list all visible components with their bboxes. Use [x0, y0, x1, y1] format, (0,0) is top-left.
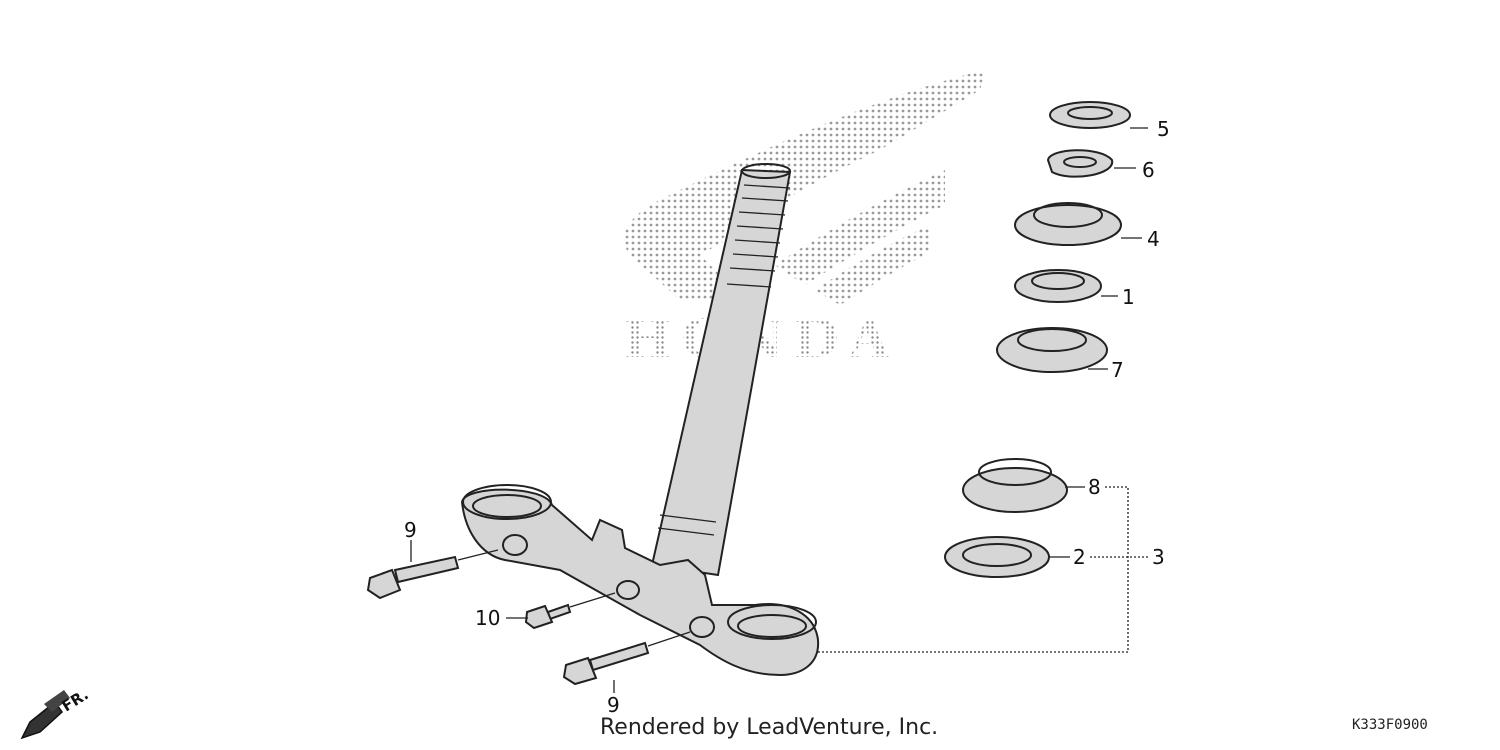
part-8-bearing [962, 458, 1085, 513]
honda-wing-logo: HONDA [622, 70, 985, 370]
assembly-bracket-3 [818, 486, 1150, 653]
callout-4: 4 [1147, 227, 1160, 251]
diagram-code: K333F0900 [1352, 717, 1428, 733]
callout-2: 2 [1073, 545, 1086, 569]
callout-9-lower: 9 [607, 693, 620, 717]
callout-7: 7 [1111, 358, 1124, 382]
part-5-lock-nut [1049, 101, 1148, 129]
bolt-10 [524, 592, 616, 630]
lower-triple-clamp [460, 484, 820, 677]
bolt-9-upper [366, 549, 499, 600]
part-1-race [1014, 269, 1118, 303]
part-2-dust-seal [944, 536, 1070, 578]
callout-3: 3 [1152, 545, 1165, 569]
callout-9-upper: 9 [404, 518, 417, 542]
front-direction-label: FR. [59, 685, 92, 715]
callout-10: 10 [475, 606, 500, 630]
part-6-washer [1046, 149, 1136, 178]
bolt-9-lower [562, 631, 691, 686]
part-4-adjusting-nut [1014, 202, 1142, 246]
front-direction-arrow-icon [20, 690, 70, 740]
callout-1: 1 [1122, 285, 1135, 309]
callout-6: 6 [1142, 158, 1155, 182]
callout-8: 8 [1088, 475, 1101, 499]
part-7-bearing [996, 327, 1108, 373]
footer-credit: Rendered by LeadVenture, Inc. [600, 715, 938, 740]
callout-5: 5 [1157, 117, 1170, 141]
steering-stem [650, 163, 792, 577]
